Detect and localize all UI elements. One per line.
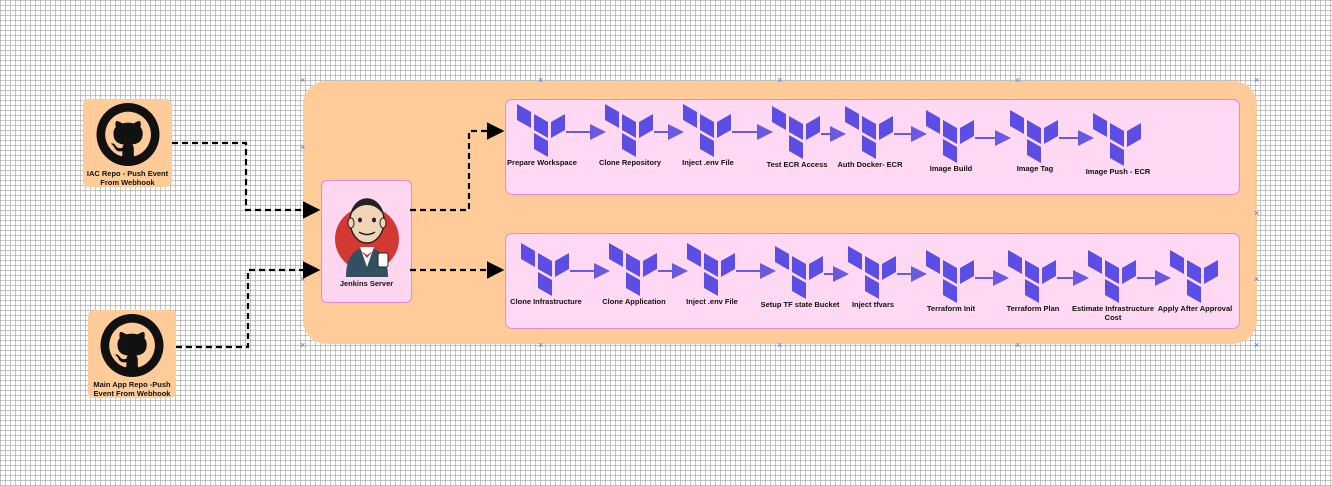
step-label: Image Tag <box>1016 164 1054 173</box>
step-label: Image Build <box>929 164 973 173</box>
step-label: Setup TF state Bucket <box>760 300 840 309</box>
connector-jenkins-to-app-stage[interactable] <box>410 122 505 212</box>
step-label: Estimate Infrastructure Cost <box>1071 304 1155 322</box>
selection-handle[interactable]: × <box>1015 75 1021 85</box>
step-label: Auth Docker- ECR <box>837 160 903 169</box>
source-label: Main App Repo -Push Event From Webhook <box>93 380 171 398</box>
source-app-repo[interactable]: Main App Repo -Push Event From Webhook <box>88 310 176 398</box>
pipeline-step[interactable]: Clone Repository <box>588 104 672 168</box>
pipeline-step[interactable]: Inject tfvars <box>831 246 915 310</box>
selection-handle[interactable]: × <box>300 274 306 284</box>
pipeline-step[interactable]: Image Build <box>909 110 993 174</box>
pipeline-step[interactable]: Prepare Workspace <box>500 104 584 168</box>
terraform-icon <box>1010 110 1060 164</box>
selection-handle[interactable]: × <box>1254 75 1260 85</box>
step-label: Prepare Workspace <box>507 158 577 167</box>
github-icon <box>100 314 164 377</box>
step-label: Terraform Plan <box>1006 304 1060 313</box>
jenkins-butler-icon <box>334 198 399 277</box>
step-label: Clone Repository <box>598 158 662 167</box>
pipeline-step[interactable]: Clone Infrastructure <box>504 243 588 307</box>
pipeline-step[interactable]: Terraform Plan <box>991 250 1075 314</box>
pipeline-step[interactable]: Terraform Init <box>909 250 993 314</box>
step-label: Image Push - ECR <box>1085 167 1151 176</box>
jenkins-label: Jenkins Server <box>339 279 394 288</box>
terraform-icon <box>605 104 655 158</box>
terraform-icon <box>609 243 659 297</box>
selection-handle[interactable]: × <box>300 142 306 152</box>
pipeline-step[interactable]: Apply After Approval <box>1153 250 1237 314</box>
step-label: Inject .env File <box>682 158 734 167</box>
terraform-icon <box>517 104 567 158</box>
terraform-icon <box>521 243 571 297</box>
terraform-icon <box>1088 250 1138 304</box>
pipeline-step[interactable]: Inject .env File <box>666 104 750 168</box>
step-label: Inject .env File <box>686 297 738 306</box>
terraform-icon <box>683 104 733 158</box>
connector-app-to-jenkins[interactable] <box>176 261 321 349</box>
terraform-icon <box>926 250 976 304</box>
terraform-icon <box>848 246 898 300</box>
selection-handle[interactable]: × <box>1254 274 1260 284</box>
selection-handle[interactable]: × <box>538 75 544 85</box>
selection-handle[interactable]: × <box>777 75 783 85</box>
selection-handle[interactable]: × <box>1254 208 1260 218</box>
step-label: Test ECR Access <box>766 160 828 169</box>
pipeline-step[interactable]: Clone Application <box>592 243 676 307</box>
selection-handle[interactable]: × <box>1254 340 1260 350</box>
source-label: IAC Repo - Push Event From Webhook <box>86 169 169 187</box>
terraform-icon <box>926 110 976 164</box>
selection-handle[interactable]: × <box>300 75 306 85</box>
terraform-icon <box>1093 113 1143 167</box>
source-iac-repo[interactable]: IAC Repo - Push Event From Webhook <box>83 99 172 187</box>
selection-handle[interactable]: × <box>777 340 783 350</box>
pipeline-step[interactable]: Auth Docker- ECR <box>828 106 912 170</box>
step-label: Clone Application <box>602 297 666 306</box>
pipeline-step[interactable]: Image Tag <box>993 110 1077 174</box>
selection-handle[interactable]: × <box>300 340 306 350</box>
step-label: Terraform Init <box>926 304 976 313</box>
github-icon <box>96 103 159 166</box>
pipeline-step[interactable]: Test ECR Access <box>755 106 839 170</box>
step-label: Clone Infrastructure <box>510 297 582 306</box>
step-label: Inject tfvars <box>851 300 895 309</box>
pipeline-step[interactable]: Estimate Infrastructure Cost <box>1071 250 1155 322</box>
terraform-icon <box>1008 250 1058 304</box>
step-label: Apply After Approval <box>1157 304 1233 313</box>
pipeline-step[interactable]: Inject .env File <box>670 243 754 307</box>
jenkins-server-node[interactable]: Jenkins Server <box>321 180 412 303</box>
selection-handle[interactable]: × <box>538 340 544 350</box>
terraform-icon <box>687 243 737 297</box>
pipeline-step[interactable]: Image Push - ECR <box>1076 113 1160 177</box>
terraform-icon <box>1170 250 1220 304</box>
terraform-icon <box>772 106 822 160</box>
terraform-icon <box>845 106 895 160</box>
pipeline-step[interactable]: Setup TF state Bucket <box>758 246 842 310</box>
selection-handle[interactable]: × <box>1015 340 1021 350</box>
terraform-icon <box>775 246 825 300</box>
connector-iac-to-jenkins[interactable] <box>172 141 321 219</box>
